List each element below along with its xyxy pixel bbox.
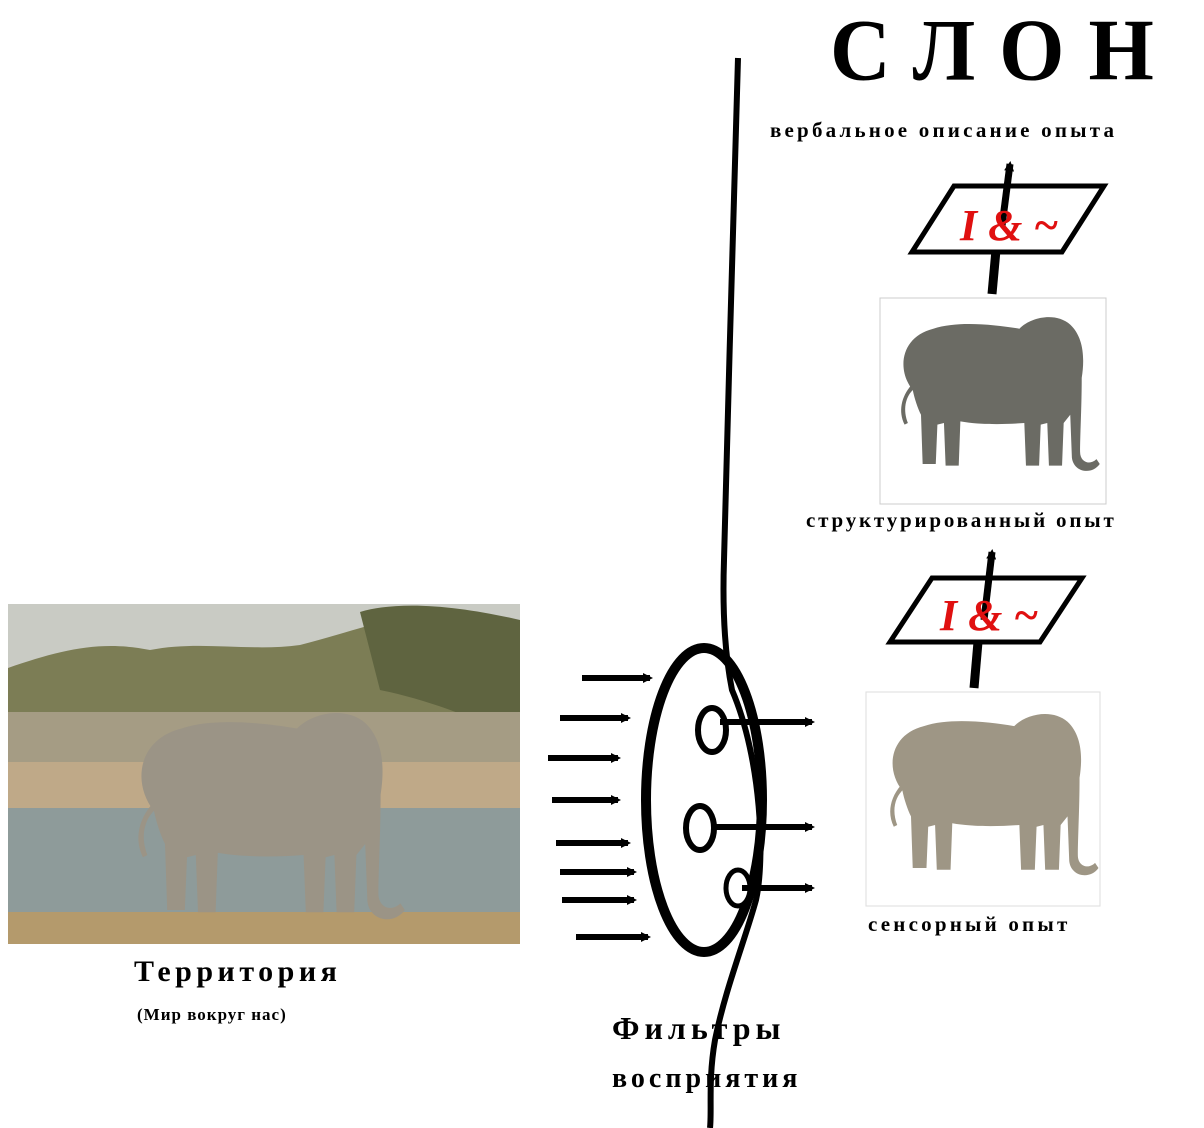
perception-boundary-line [710,58,760,1128]
territory-photo [8,604,520,944]
incoming-arrows [548,678,650,937]
structured-experience-label: структурированный опыт [806,508,1117,533]
sensory-experience-photo [866,692,1100,906]
diagram-title: СЛОН [830,0,1178,101]
filter-symbols-lower: I & ~ [939,591,1038,640]
filter-hole-1 [698,708,726,752]
territory-sublabel: (Мир вокруг нас) [137,1005,287,1025]
filter-hole-2 [686,806,714,850]
verbal-description-label: вербальное описание опыта [770,118,1117,143]
structured-experience-silhouette [880,298,1106,504]
sensory-experience-label: сенсорный опыт [868,912,1070,937]
perception-filter-ellipse [646,648,762,952]
filters-label-line2: восприятия [612,1063,801,1095]
filters-label-line1: Фильтры [612,1010,785,1047]
territory-label: Территория [134,955,341,989]
filter-symbols-upper: I & ~ [959,201,1058,250]
